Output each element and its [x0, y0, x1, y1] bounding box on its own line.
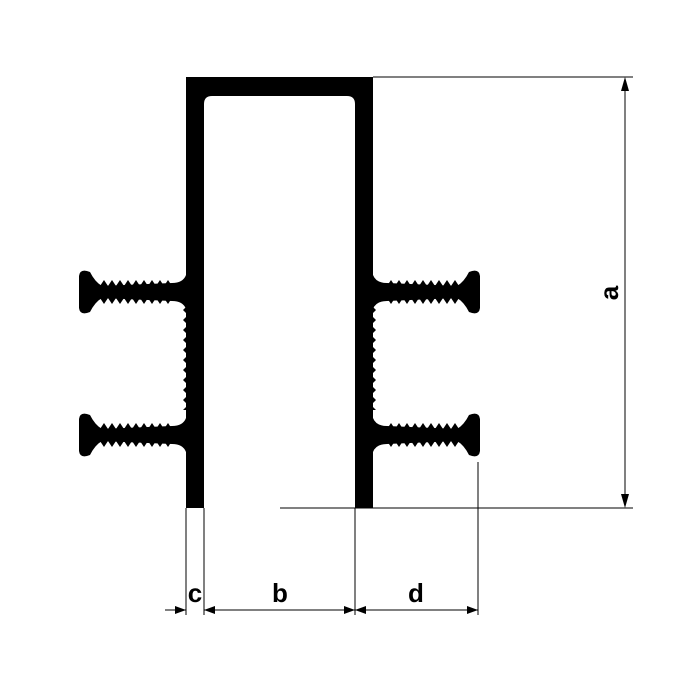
arrowhead-b-left	[204, 606, 215, 614]
dimension-arrowheads	[175, 77, 629, 614]
arrowhead-c-right	[175, 606, 186, 614]
right-upper-anchor-rib	[373, 270, 480, 314]
dimension-label-c: c	[188, 578, 202, 608]
profile-shape	[79, 77, 480, 508]
dimension-label-a: a	[594, 285, 624, 300]
dimension-lines	[165, 76, 633, 615]
left-serration	[183, 300, 188, 410]
right-serration	[371, 300, 376, 410]
dimension-label-b: b	[272, 578, 288, 608]
arrowhead-a-top	[621, 77, 629, 91]
arrowhead-d-left	[355, 606, 366, 614]
u-channel	[186, 77, 373, 508]
right-lower-anchor-rib	[373, 413, 480, 457]
arrowhead-d-right	[467, 606, 478, 614]
arrowhead-b-right	[344, 606, 355, 614]
dimension-label-d: d	[408, 578, 424, 608]
left-lower-anchor-rib	[79, 413, 186, 457]
left-upper-anchor-rib	[79, 270, 186, 314]
arrowhead-a-bottom	[621, 494, 629, 508]
